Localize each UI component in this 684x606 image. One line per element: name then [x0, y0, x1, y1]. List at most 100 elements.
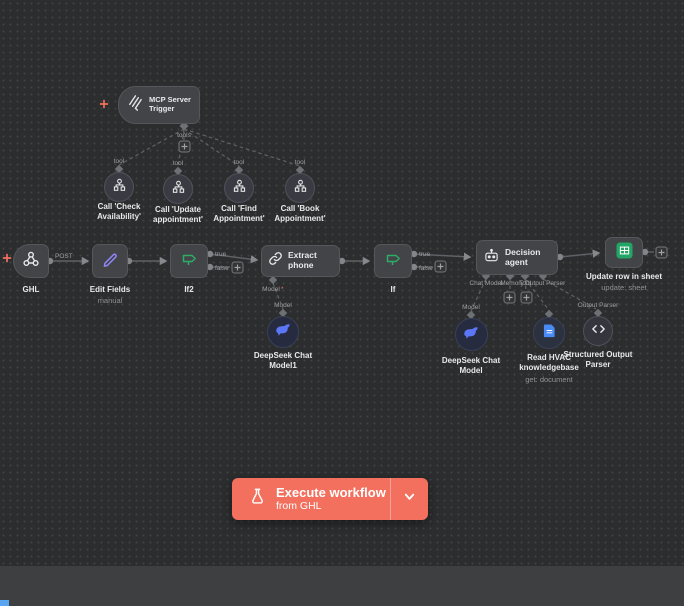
workflow-canvas[interactable] — [0, 0, 684, 566]
output-port[interactable] — [556, 253, 564, 261]
port-label-model: Model — [462, 304, 480, 311]
node-title: Update row in sheet — [585, 272, 662, 281]
node-call-book-appointment[interactable] — [285, 173, 315, 203]
deepseek-whale-icon — [275, 323, 292, 341]
connection-line-tool-kb — [524, 278, 550, 311]
connection-lines — [50, 249, 654, 268]
execute-button-label: Execute workflow — [276, 484, 386, 500]
output-port[interactable] — [641, 248, 649, 256]
pencil-icon — [102, 250, 119, 272]
node-label: If — [390, 285, 396, 294]
wire-label-post: POST — [55, 253, 73, 260]
if-signpost-icon — [384, 251, 402, 272]
node-call-find-appointment[interactable] — [224, 173, 254, 203]
node-label: Call 'Book Appointment' — [274, 204, 326, 224]
add-tool-button[interactable] — [520, 291, 533, 304]
plus-icon — [658, 249, 665, 256]
node-read-hvac-knowledgebase[interactable] — [533, 317, 565, 349]
node-ghl[interactable] — [13, 244, 49, 278]
add-memory-button[interactable] — [503, 291, 516, 304]
connection-line-tool — [118, 128, 185, 166]
node-mcp-server-trigger[interactable]: MCP Server Trigger — [118, 86, 200, 124]
connection-line-tool — [183, 128, 240, 167]
button-divider — [390, 478, 391, 520]
node-deepseek-chat-model1[interactable] — [267, 316, 299, 348]
node-title: Read HVAC knowledgebase — [519, 353, 579, 373]
dashed-connection-lines — [118, 128, 597, 312]
output-port[interactable] — [338, 257, 346, 265]
add-buttons — [178, 140, 668, 304]
output-port-false[interactable] — [410, 263, 418, 271]
add-node-button[interactable] — [655, 246, 668, 259]
node-label: GHL — [22, 285, 40, 294]
canvas-plus-marker — [99, 99, 109, 109]
node-if[interactable] — [374, 244, 412, 278]
connection-line-chat-model — [470, 278, 487, 312]
node-update-row-in-sheet[interactable] — [605, 237, 643, 268]
connection-line — [559, 249, 601, 258]
node-call-update-appointment[interactable] — [163, 174, 193, 204]
document-icon — [543, 323, 556, 343]
bottom-panel — [0, 566, 684, 606]
port-label-model-required: Model — [262, 286, 280, 293]
if-signpost-icon — [180, 251, 198, 272]
node-deepseek-chat-model[interactable] — [455, 318, 488, 351]
wire-label-true: true — [419, 251, 431, 258]
node-label: If2 — [184, 285, 194, 294]
tool-workflow-icon — [293, 178, 308, 198]
node-edit-fields[interactable] — [92, 244, 128, 278]
output-port-true[interactable] — [410, 250, 418, 258]
google-sheets-icon — [615, 241, 633, 264]
add-tool-button[interactable] — [178, 140, 191, 153]
canvas-plus-markers — [2, 99, 109, 263]
port-label-tool: Tool — [519, 280, 531, 287]
port-tool[interactable] — [295, 165, 305, 175]
add-node-button[interactable] — [231, 261, 244, 274]
canvas-plus-marker — [2, 253, 12, 263]
node-subtitle: update: sheet — [601, 283, 647, 293]
connection-line-tool-add — [524, 278, 527, 292]
node-label: Call 'Update appointment' — [153, 205, 203, 225]
flask-icon — [248, 487, 267, 511]
port-model[interactable] — [268, 275, 278, 285]
node-if2[interactable] — [170, 244, 208, 278]
connection-line — [209, 253, 259, 264]
plus-icon — [506, 294, 513, 301]
plus-icon — [437, 263, 444, 270]
port-model[interactable] — [278, 308, 288, 318]
node-label: Structured Output Parser — [563, 350, 633, 370]
add-node-button[interactable] — [434, 260, 447, 273]
node-label: Edit Fields manual — [70, 285, 150, 306]
node-extract-phone[interactable]: Extract phone — [261, 245, 340, 277]
chevron-down-icon — [403, 490, 416, 508]
node-label: Update row in sheet update: sheet — [579, 272, 669, 293]
port-label-output-parser: Output Parser — [578, 302, 619, 309]
node-call-check-availability[interactable] — [104, 172, 134, 202]
execute-workflow-main[interactable]: Execute workflow from GHL — [232, 478, 390, 520]
node-label: Extract phone — [288, 250, 317, 270]
tool-workflow-icon — [112, 177, 127, 197]
node-decision-agent[interactable]: Decision agent — [476, 240, 558, 275]
port-label-output-parser: Output Parser — [525, 280, 566, 287]
port-label-tool: tool — [295, 159, 306, 166]
node-label: DeepSeek Chat Model — [441, 356, 501, 376]
node-label: Call 'Find Appointment' — [213, 204, 265, 224]
node-label: DeepSeek Chat Model1 — [253, 351, 313, 371]
corner-widget[interactable] — [0, 600, 9, 606]
port-label-tools: tools — [177, 132, 191, 139]
wire-label-false: false — [215, 265, 229, 272]
execute-workflow-button[interactable]: Execute workflow from GHL — [232, 478, 428, 520]
node-structured-output-parser[interactable] — [583, 316, 613, 346]
port-model[interactable] — [466, 310, 476, 320]
node-label: Decision agent — [505, 246, 541, 267]
plus-icon — [523, 294, 530, 301]
node-label: MCP Server Trigger — [149, 95, 191, 113]
output-port-false[interactable] — [206, 263, 214, 271]
node-subtitle: manual — [97, 296, 123, 306]
execute-button-sublabel: from GHL — [276, 500, 322, 513]
execute-options-dropdown[interactable] — [391, 478, 428, 520]
code-brackets-icon — [591, 322, 606, 340]
connection-line-model — [272, 282, 284, 310]
output-port-true[interactable] — [206, 250, 214, 258]
